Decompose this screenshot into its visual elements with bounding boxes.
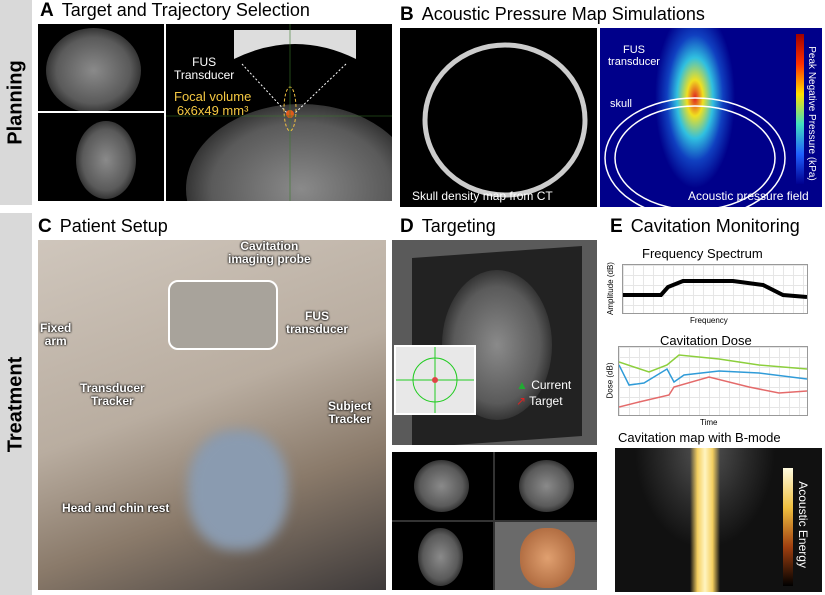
mri-sagittal-small (38, 24, 165, 112)
cavitation-map-bmode: Acoustic Energy (615, 448, 822, 592)
targeting-view: ▲ Current ↗ Target (392, 240, 597, 445)
cavitation-dose-plot (618, 346, 808, 416)
mri-axial-small (38, 113, 165, 201)
patient-setup-photo: Cavitation imaging probe Fixed arm FUS t… (38, 240, 386, 590)
pressure-colorbar (796, 34, 804, 184)
targeting-mri-grid (392, 452, 597, 590)
acoustic-energy-colorbar (783, 468, 793, 586)
acoustic-pressure-field: Peak Negative Pressure (kPa) FUS transdu… (600, 28, 822, 207)
fus-transducer-label: FUS Transducer (174, 55, 235, 83)
skull-density-map: Skull density map from CT (400, 28, 597, 207)
frequency-spectrum-plot (622, 264, 808, 314)
legend-current: ▲ Current (516, 378, 572, 392)
treatment-section-label: Treatment (0, 213, 32, 595)
planning-section-label: Planning (0, 0, 32, 205)
legend-target: ↗ Target (516, 394, 563, 408)
